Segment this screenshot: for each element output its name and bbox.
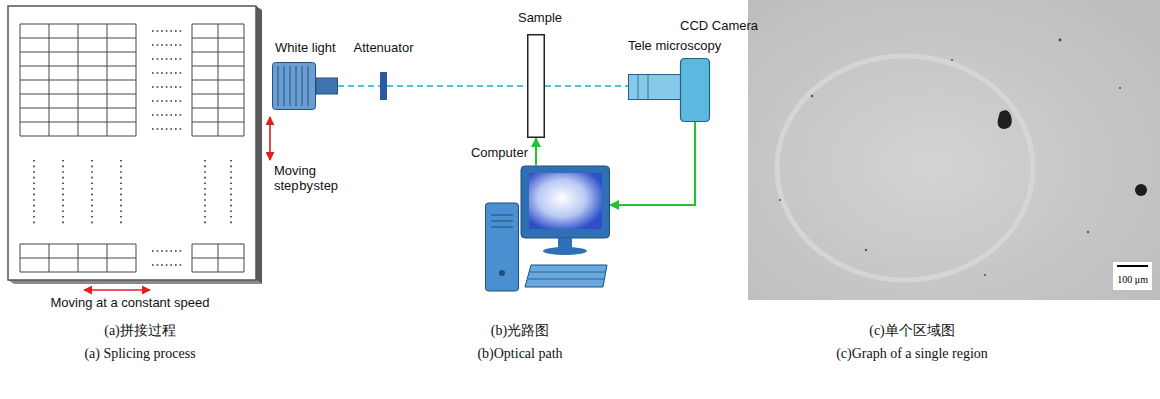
attenuator-plate: [380, 72, 387, 100]
stage-side: [256, 6, 262, 284]
label-holder: Computer: [471, 143, 528, 161]
sample-plate: Sample: [527, 34, 545, 138]
computer-tower: [486, 203, 519, 291]
scale-bar-box: 100 μm: [1113, 262, 1152, 290]
lamp-nozzle: [316, 78, 338, 94]
node-outline: [272, 62, 338, 110]
light-path: [545, 85, 628, 87]
dot-columns: [34, 160, 231, 224]
monitor-screen: [529, 173, 602, 229]
component-label: Computer: [471, 146, 528, 161]
label-holder: (b)Optical path: [400, 346, 640, 363]
motion-label: Moving step by step: [274, 163, 338, 193]
stage-face: [8, 6, 256, 280]
monitor-base: [543, 247, 587, 255]
micrograph: [748, 0, 1160, 300]
label-holder: White light: [275, 38, 336, 56]
keyboard: [525, 265, 607, 287]
component-label: Sample: [518, 11, 562, 26]
figure-caption: (b)Optical path: [477, 346, 562, 361]
figure-caption: (a) Splicing process: [84, 346, 195, 361]
label-holder: Attenuator: [354, 38, 414, 56]
microscope-lens: Tele microscopy: [628, 74, 681, 100]
connector-group: [338, 86, 695, 205]
speck: [1119, 87, 1121, 89]
ring-mark: [777, 56, 1033, 280]
dark-particle: [1135, 184, 1147, 196]
speck: [865, 249, 867, 251]
label-holder: Sample: [518, 8, 562, 26]
scale-label: 100 μm: [1117, 274, 1148, 285]
tower-button: [499, 270, 505, 276]
sample-plate: [528, 35, 545, 138]
label-holder: Moving at a constant speed: [10, 296, 250, 311]
signal-arrow: [610, 122, 695, 205]
light-path: [387, 85, 527, 87]
speck: [984, 274, 986, 276]
light-source: White light: [272, 62, 338, 110]
motion-label: Moving at a constant speed: [51, 295, 210, 310]
label-holder: (a)拼接过程: [20, 323, 260, 340]
speck: [811, 95, 814, 98]
computer-icon: Computer: [485, 165, 610, 295]
figure-caption: (b)光路图: [491, 323, 549, 338]
signal-arrow: [535, 138, 537, 165]
node-outline: [380, 72, 387, 100]
monitor-stand: [558, 238, 572, 248]
camera-housing: [681, 59, 710, 122]
grid-lines: [20, 24, 244, 272]
node-outline: [485, 165, 610, 295]
dot-rows: [152, 31, 182, 265]
lamp-body: [273, 63, 316, 110]
component-label: White light: [275, 41, 336, 56]
component-label: CCD Camera: [680, 19, 758, 34]
label-holder: CCD Camera: [680, 16, 758, 34]
node-outline: [527, 34, 545, 138]
figure-caption: (c)单个区域图: [869, 323, 955, 338]
monitor-frame: [521, 166, 610, 238]
node-outline: [628, 74, 681, 100]
lens-tube: [629, 75, 681, 100]
speck: [779, 199, 781, 201]
step-motion-arrow: [269, 117, 271, 160]
tower-slots: [491, 215, 513, 227]
speck: [1087, 231, 1089, 233]
label-holder: Tele microscopy: [628, 36, 721, 54]
dark-particle: [998, 110, 1012, 129]
component-label: Attenuator: [354, 41, 414, 56]
camera-body: CCD Camera: [680, 58, 710, 122]
label-holder: (b)光路图: [400, 323, 640, 340]
figure-caption: (c)Graph of a single region: [836, 346, 988, 361]
label-holder: (c)单个区域图: [792, 323, 1032, 340]
keyboard-keys: [528, 272, 605, 279]
attenuator-plate: Attenuator: [380, 72, 387, 100]
light-path: [338, 85, 380, 87]
label-holder: (a) Splicing process: [20, 346, 260, 363]
speck: [951, 59, 953, 61]
scan-motion-arrow: [84, 289, 150, 291]
component-label: Tele microscopy: [628, 39, 721, 54]
node-outline: [680, 58, 710, 122]
lens-rings: [638, 75, 648, 99]
label-holder: 100 μm: [1117, 269, 1148, 287]
label-holder: (c)Graph of a single region: [792, 346, 1032, 363]
scale-bar-line: [1117, 265, 1148, 267]
lamp-fins: [278, 66, 308, 106]
label-holder: Moving step by step: [274, 164, 340, 194]
speck: [1059, 39, 1062, 42]
figure-caption: (a)拼接过程: [104, 323, 176, 338]
